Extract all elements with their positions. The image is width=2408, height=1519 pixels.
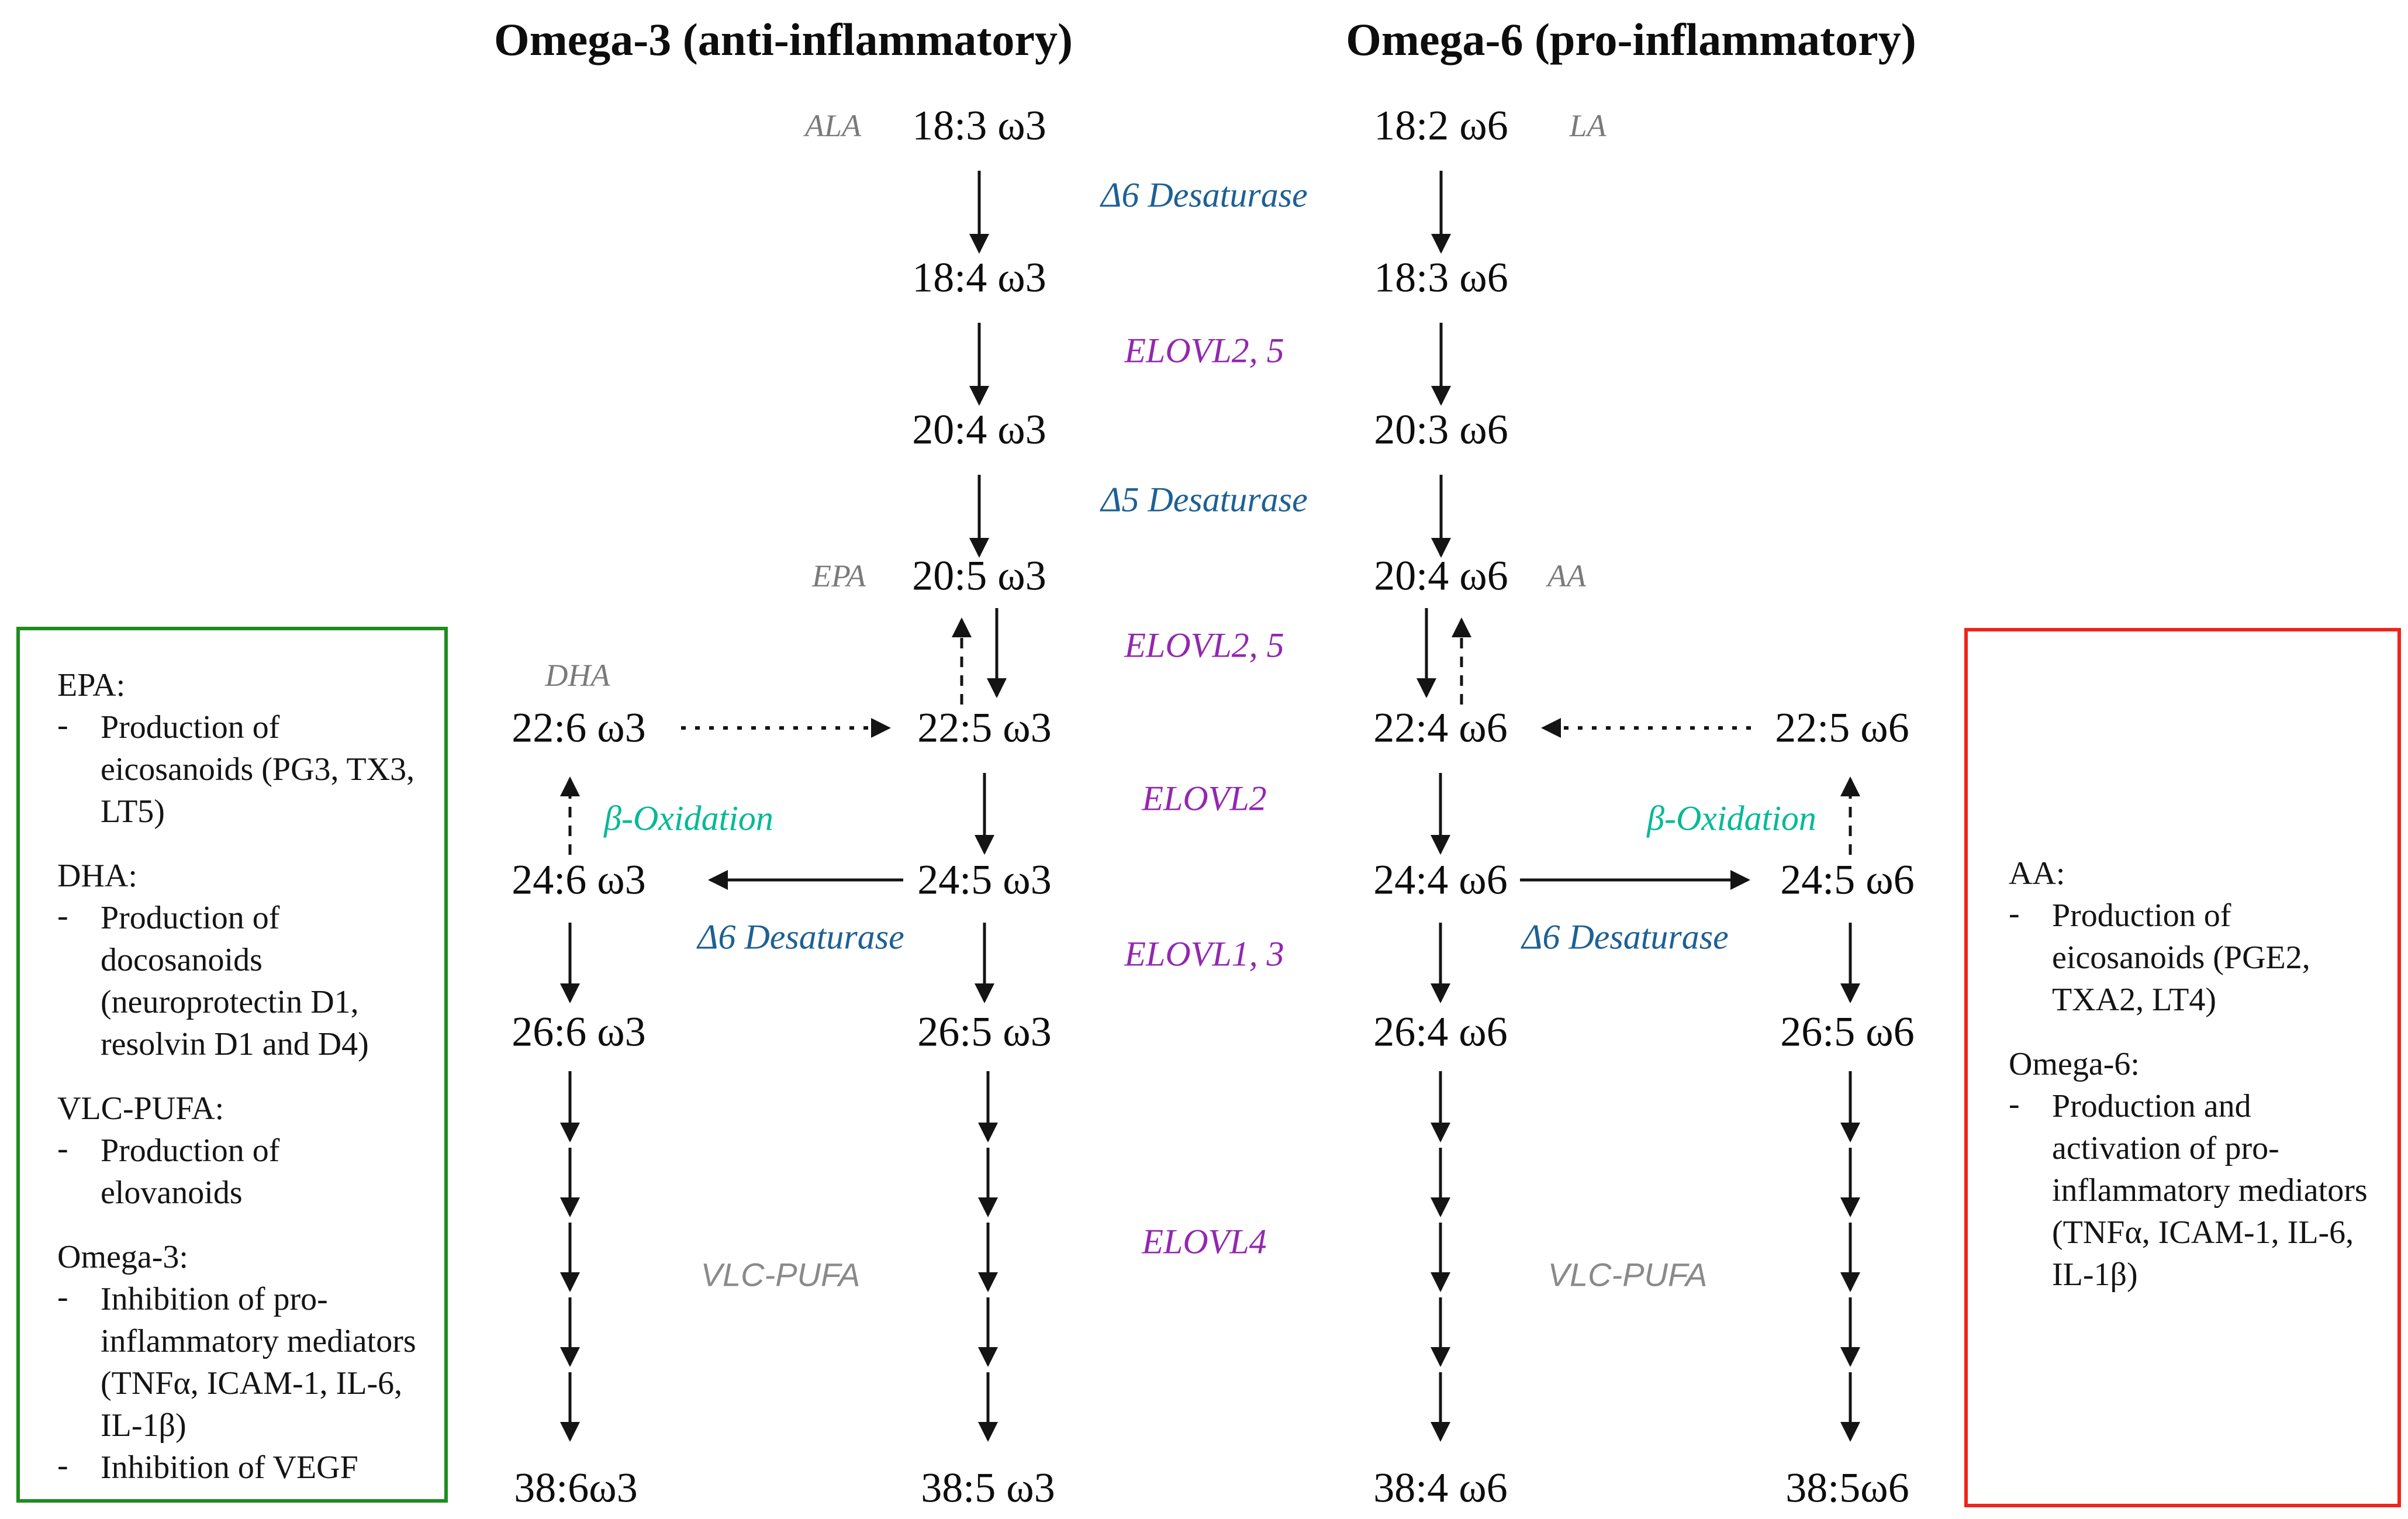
bullet-text: Inhibition of VEGF	[101, 1449, 358, 1486]
omega6-title: Omega-6 (pro-inflammatory)	[1346, 14, 1916, 65]
node-22-5w3: 22:5 ω3	[917, 704, 1052, 751]
node-20-5w3: 20:5 ω3	[912, 552, 1046, 599]
node-20-4w6: 20:4 ω6	[1374, 552, 1508, 599]
node-26-4w6: 26:4 ω6	[1373, 1008, 1508, 1055]
bullet-marker: -	[57, 1447, 68, 1483]
node-38-6w3: 38:6ω3	[514, 1464, 638, 1511]
green-box-section-vlcpufa: VLC-PUFA: - Production of elovanoids	[57, 1088, 427, 1214]
enzyme-elovl4: ELOVL4	[1142, 1222, 1267, 1261]
node-22-4w6: 22:4 ω6	[1373, 704, 1508, 751]
node-26-5w6: 26:5 ω6	[1780, 1008, 1915, 1055]
section-heading: VLC-PUFA:	[57, 1090, 224, 1127]
section-heading: Omega-3:	[57, 1239, 188, 1275]
omega3-effects-box: EPA: - Production of eicosanoids (PG3, T…	[16, 627, 448, 1503]
node-26-5w3: 26:5 ω3	[917, 1008, 1052, 1055]
bullet-item: - Inhibition of VEGF	[57, 1446, 427, 1489]
node-18-2w6: 18:2 ω6	[1374, 102, 1508, 149]
node-24-6w3: 24:6 ω3	[512, 856, 646, 903]
node-22-6w3: 22:6 ω3	[512, 704, 646, 751]
bullet-marker: -	[2009, 1086, 2020, 1122]
bullet-text: Inhibition of pro-inflammatory mediators…	[101, 1281, 416, 1444]
arrows-omega6-main	[1417, 171, 1471, 1003]
bullet-item: - Production of eicosanoids (PG3, TX3, L…	[57, 706, 427, 833]
green-box-section-omega3: Omega-3: - Inhibition of pro-inflammator…	[57, 1236, 427, 1489]
section-heading: EPA:	[57, 667, 126, 703]
node-18-3w3: 18:3 ω3	[912, 102, 1046, 149]
label-vlc-pufa-right: VLC-PUFA	[1547, 1256, 1708, 1293]
section-heading: DHA:	[57, 858, 137, 894]
node-18-3w6: 18:3 ω6	[1374, 254, 1508, 301]
bullet-marker: -	[57, 897, 68, 934]
enzyme-beta-oxidation-left: β-Oxidation	[604, 799, 773, 838]
enzyme-d6-desaturase-lower-left: Δ6 Desaturase	[697, 917, 904, 957]
bullet-item: - Production and activation of pro-infla…	[2009, 1085, 2378, 1296]
node-20-4w3: 20:4 ω3	[912, 406, 1046, 453]
bullet-marker: -	[2009, 895, 2020, 931]
node-24-4w6: 24:4 ω6	[1373, 856, 1508, 903]
section-heading: Omega-6:	[2009, 1046, 2140, 1082]
label-dha: DHA	[545, 658, 610, 693]
enzyme-elovl2: ELOVL2	[1142, 779, 1267, 818]
label-vlc-pufa-left: VLC-PUFA	[700, 1256, 861, 1293]
omega3-title: Omega-3 (anti-inflammatory)	[494, 14, 1073, 65]
enzyme-d5-desaturase: Δ5 Desaturase	[1101, 480, 1308, 519]
label-la: LA	[1569, 108, 1607, 143]
green-box-section-epa: EPA: - Production of eicosanoids (PG3, T…	[57, 664, 427, 833]
enzyme-elovl2-5-a: ELOVL2, 5	[1124, 331, 1284, 370]
bullet-text: Production of eicosanoids (PG3, TX3, LT5…	[101, 709, 415, 830]
bullet-marker: -	[57, 707, 68, 743]
green-box-section-dha: DHA: - Production of docosanoids (neurop…	[57, 855, 427, 1065]
enzyme-elovl2-5-b: ELOVL2, 5	[1124, 626, 1284, 665]
node-18-4w3: 18:4 ω3	[912, 254, 1046, 301]
node-38-4w6: 38:4 ω6	[1373, 1464, 1508, 1511]
node-38-5w3: 38:5 ω3	[921, 1464, 1055, 1511]
node-38-5w6: 38:5ω6	[1785, 1464, 1909, 1511]
bullet-text: Production and activation of pro-inflamm…	[2052, 1088, 2368, 1293]
bullet-item: - Production of elovanoids	[57, 1130, 427, 1214]
red-box-section-omega6: Omega-6: - Production and activation of …	[2009, 1043, 2378, 1296]
node-22-5w6: 22:5 ω6	[1775, 704, 1909, 751]
node-24-5w6: 24:5 ω6	[1780, 856, 1915, 903]
bullet-marker: -	[57, 1279, 68, 1315]
label-ala: ALA	[804, 108, 862, 143]
omega6-effects-box: AA: - Production of eicosanoids (PGE2, T…	[1964, 628, 2401, 1507]
enzyme-elovl1-3: ELOVL1, 3	[1124, 934, 1284, 973]
bullet-text: Production of eicosanoids (PGE2, TXA2, L…	[2052, 897, 2310, 1018]
bullet-text: Production of docosanoids (neuroprotecti…	[101, 900, 369, 1062]
node-20-3w6: 20:3 ω6	[1374, 406, 1508, 453]
bullet-item: - Production of eicosanoids (PGE2, TXA2,…	[2009, 895, 2378, 1021]
bullet-text: Production of elovanoids	[101, 1133, 280, 1211]
label-aa: AA	[1547, 558, 1586, 593]
enzyme-d6-desaturase-lower-right: Δ6 Desaturase	[1522, 917, 1729, 957]
bullet-marker: -	[57, 1130, 68, 1166]
arrows-omega3-main	[952, 171, 1007, 1003]
node-24-5w3: 24:5 ω3	[917, 856, 1052, 903]
section-heading: AA:	[2009, 855, 2065, 892]
label-epa: EPA	[812, 558, 866, 593]
enzyme-beta-oxidation-right: β-Oxidation	[1647, 799, 1816, 838]
node-26-6w3: 26:6 ω3	[512, 1008, 646, 1055]
bullet-item: - Production of docosanoids (neuroprotec…	[57, 897, 427, 1065]
bullet-item: - Inhibition of pro-inflammatory mediato…	[57, 1278, 427, 1446]
red-box-section-aa: AA: - Production of eicosanoids (PGE2, T…	[2009, 852, 2378, 1021]
enzyme-d6-desaturase-top: Δ6 Desaturase	[1101, 175, 1308, 215]
